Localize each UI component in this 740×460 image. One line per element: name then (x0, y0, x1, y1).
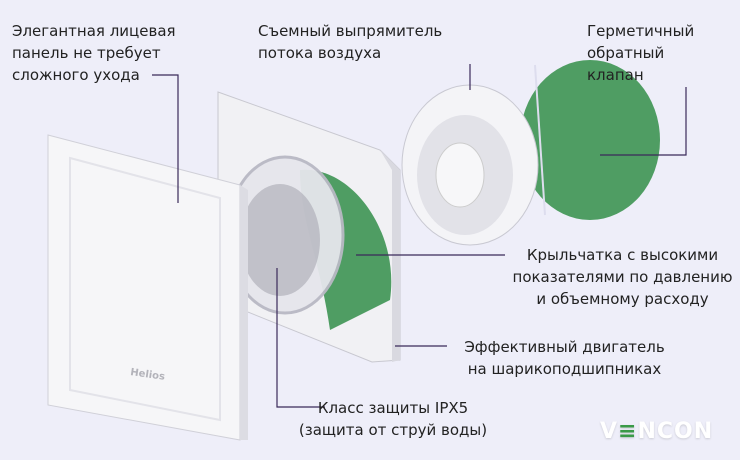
vencon-watermark-logo: V≡NCON (600, 419, 714, 444)
front-panel: Helios (47, 134, 248, 441)
flow-straightener (401, 84, 539, 246)
housing-plate (217, 91, 401, 363)
label-check-valve: Герметичный обратный клапан (587, 22, 695, 84)
label-impeller: Крыльчатка с высокими показателями по да… (512, 246, 733, 308)
label-flow-straightener: Съемный выпрямитель потока воздуха (258, 22, 443, 62)
leader-lines (152, 64, 687, 408)
label-motor: Эффективный двигатель на шарикоподшипник… (464, 338, 665, 378)
check-valve-flap (520, 60, 660, 220)
label-front-panel: Элегантная лицевая панель не требует сло… (12, 22, 176, 84)
helios-brand-mark: Helios (130, 367, 166, 383)
label-protection-class: Класс защиты IPX5 (защита от струй воды) (298, 399, 488, 439)
